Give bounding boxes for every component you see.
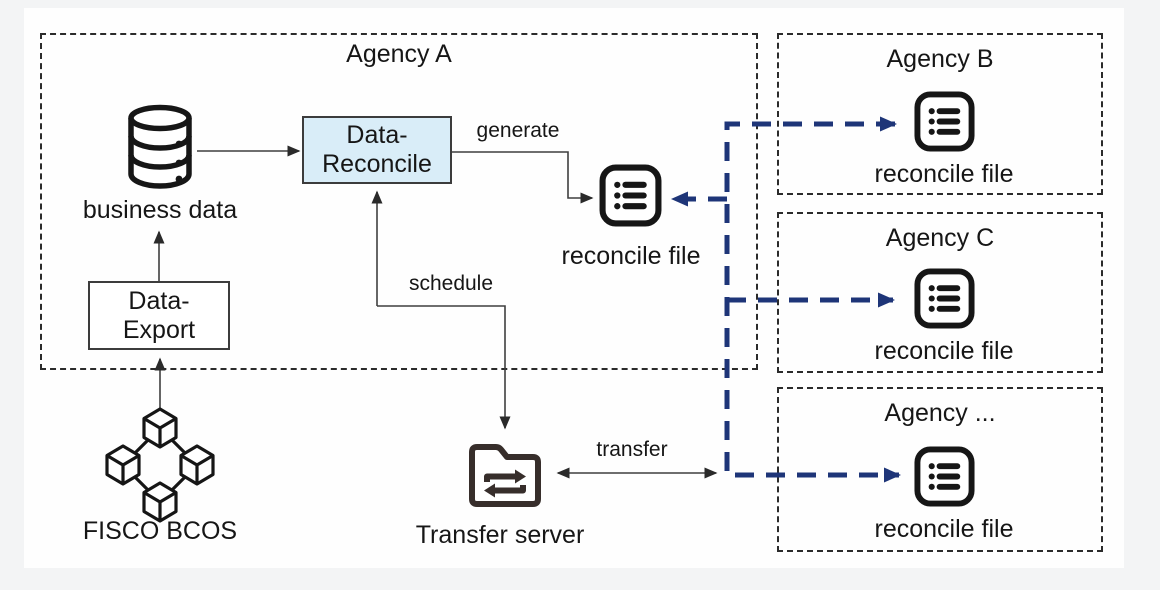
blockchain-cubes-icon	[105, 407, 215, 523]
reconcile-file-label-agency-more: reconcile file	[874, 515, 1014, 543]
schedule-edge-label: schedule	[408, 272, 494, 295]
data-reconcile-box: Data- Reconcile	[302, 116, 452, 184]
transfer-edge-label: transfer	[596, 438, 668, 461]
data-export-box: Data- Export	[88, 281, 230, 350]
transfer-server-label: Transfer server	[415, 521, 585, 549]
fisco-bcos-label: FISCO BCOS	[82, 517, 238, 545]
reconcile-file-icon-agency-more	[914, 446, 975, 507]
reconcile-file-label-agency-b: reconcile file	[874, 160, 1014, 188]
data-export-label-line1: Data-	[128, 286, 190, 315]
agency-a-title: Agency A	[346, 40, 452, 68]
generate-edge-label: generate	[476, 119, 560, 142]
agency-more-title: Agency ...	[884, 399, 996, 427]
agency-c-title: Agency C	[885, 224, 995, 252]
reconcile-file-label-agency-a: reconcile file	[561, 242, 701, 270]
reconcile-file-icon-agency-a	[599, 164, 662, 227]
business-data-label: business data	[82, 196, 238, 224]
transfer-folder-icon	[469, 444, 541, 507]
reconcile-file-label-agency-c: reconcile file	[874, 337, 1014, 365]
reconcile-file-icon-agency-b	[914, 91, 975, 152]
database-icon	[128, 104, 192, 189]
data-reconcile-label-line2: Reconcile	[322, 150, 432, 178]
reconcile-file-icon-agency-c	[914, 268, 975, 329]
data-reconcile-label-line1: Data-	[346, 121, 408, 149]
agency-b-title: Agency B	[886, 45, 994, 73]
agency-b-box	[777, 33, 1103, 195]
data-export-label-line2: Export	[122, 315, 196, 344]
